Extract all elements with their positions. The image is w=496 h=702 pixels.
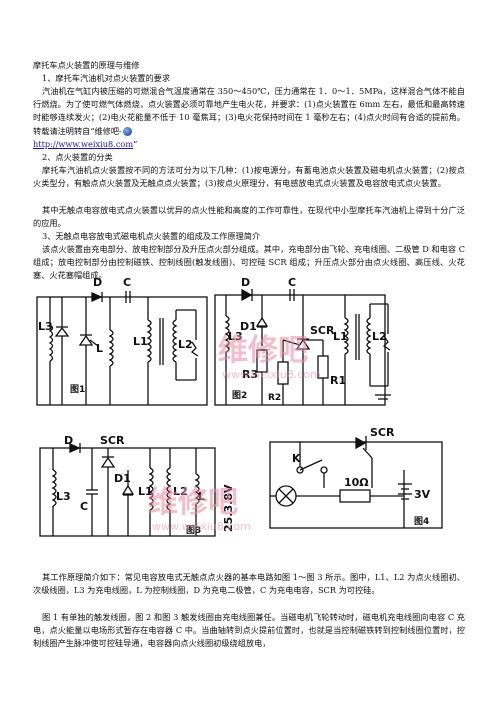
section-1-heading: 1、摩托车汽油机对点火装置的要求: [42, 73, 171, 83]
fig2-caption: 图2: [232, 390, 247, 401]
fig4-label-resistor: 10Ω: [344, 476, 369, 489]
svg-text:维修吧: 维修吧: [218, 333, 308, 368]
section-1-text: 汽油机在气缸内被压缩的可燃混合气温度通常在 350～450℃，压力通常在 1．0…: [33, 86, 465, 136]
fig2-label-L2: L2: [372, 330, 387, 343]
fig2-label-R3: R3: [242, 368, 258, 381]
fig4-caption: 图4: [414, 516, 429, 527]
fig4-label-battery: 3V: [414, 488, 431, 501]
fig3-label-SCR: SCR: [100, 434, 125, 447]
document-title: 摩托车点火装置的原理与维修: [33, 60, 140, 70]
operating-principle-paragraph: 其工作原理简介如下：常见电容放电式无触点点火器的基本电路如图 1～图 3 所示。…: [33, 572, 465, 596]
fig2-label-R1: R1: [330, 374, 346, 387]
fig2-label-SCR: SCR: [310, 324, 335, 337]
svg-text:维修吧: 维修吧: [148, 485, 238, 520]
source-link-close-quote: ”: [133, 138, 138, 149]
section-2-paragraph-2: 其中无触点电容放电式点火装置以优异的点火性能和高度的工作可靠性，在现代中小型摩托…: [33, 205, 465, 229]
fig4-label-K: K: [292, 452, 301, 465]
fig3-label-D1: D1: [114, 472, 131, 485]
fig3-label-voltage: 25.3.8V: [222, 484, 235, 532]
fig4-label-SCR: SCR: [370, 426, 395, 439]
fig1-caption: 图1: [70, 384, 85, 395]
section-1-paragraph: 汽油机在气缸内被压缩的可燃混合气温度通常在 350～450℃，压力通常在 1．0…: [33, 85, 465, 151]
fig3-label-L3: L3: [56, 490, 71, 503]
fig1-label-L2: L2: [178, 338, 193, 351]
fig3-label-L1: L1: [138, 485, 153, 498]
source-link[interactable]: http://www.weixiu8.com: [33, 138, 134, 149]
fig2-label-L3: L3: [228, 330, 243, 343]
fig3-label-C: C: [80, 500, 88, 513]
section-2-heading: 2、点火装置的分类: [42, 152, 113, 162]
figure-2-circuit: [214, 288, 391, 406]
fig1-label-D: D: [93, 276, 102, 289]
fig2-label-L1: L1: [333, 330, 348, 343]
fig1-label-L1: L1: [133, 335, 148, 348]
figure-3-circuit: [39, 442, 216, 537]
watermark: 维修吧 www.weixiu8.com 维修吧 www.weixiu8.com: [148, 333, 321, 533]
fig1-label-L3: L3: [38, 320, 53, 333]
figure-4-circuit: [269, 436, 443, 529]
fig1-label-L: L: [96, 342, 103, 355]
fig2-label-D: D: [241, 276, 250, 289]
fig3-label-D: D: [64, 434, 73, 447]
section-2-paragraph-1: 摩托车汽油机点火装置按不同的方法可分为以下几种：(1)按电源分，有蓄电池点火装置…: [33, 165, 465, 189]
fig3-label-L: L: [198, 490, 205, 503]
fig2-label-R2: R2: [268, 393, 281, 403]
fig2-label-C: C: [288, 276, 296, 289]
fig3-label-L2: L2: [173, 485, 188, 498]
svg-text:www.weixiu8.com: www.weixiu8.com: [152, 520, 251, 533]
figure-explanation-paragraph: 图 1 有单独的触发线圈，图 2 和图 3 触发线圈由充电线圈兼任。当磁电机飞轮…: [33, 612, 465, 649]
section-3-heading: 3、无触点电容放电式磁电机点火装置的组成及工作原理简介: [42, 231, 261, 241]
fig2-label-D1: D1: [240, 320, 257, 333]
globe-icon: [122, 127, 132, 137]
svg-text:www.weixiu8.com: www.weixiu8.com: [222, 368, 321, 381]
fig1-label-C: C: [123, 276, 131, 289]
section-3-paragraph: 该点火装置由充电部分、放电控制部分及升压点火部分组成。其中，充电部分由飞轮、充电…: [33, 244, 465, 281]
fig3-caption: 图3: [186, 525, 201, 536]
figure-1-circuit: [36, 291, 208, 406]
